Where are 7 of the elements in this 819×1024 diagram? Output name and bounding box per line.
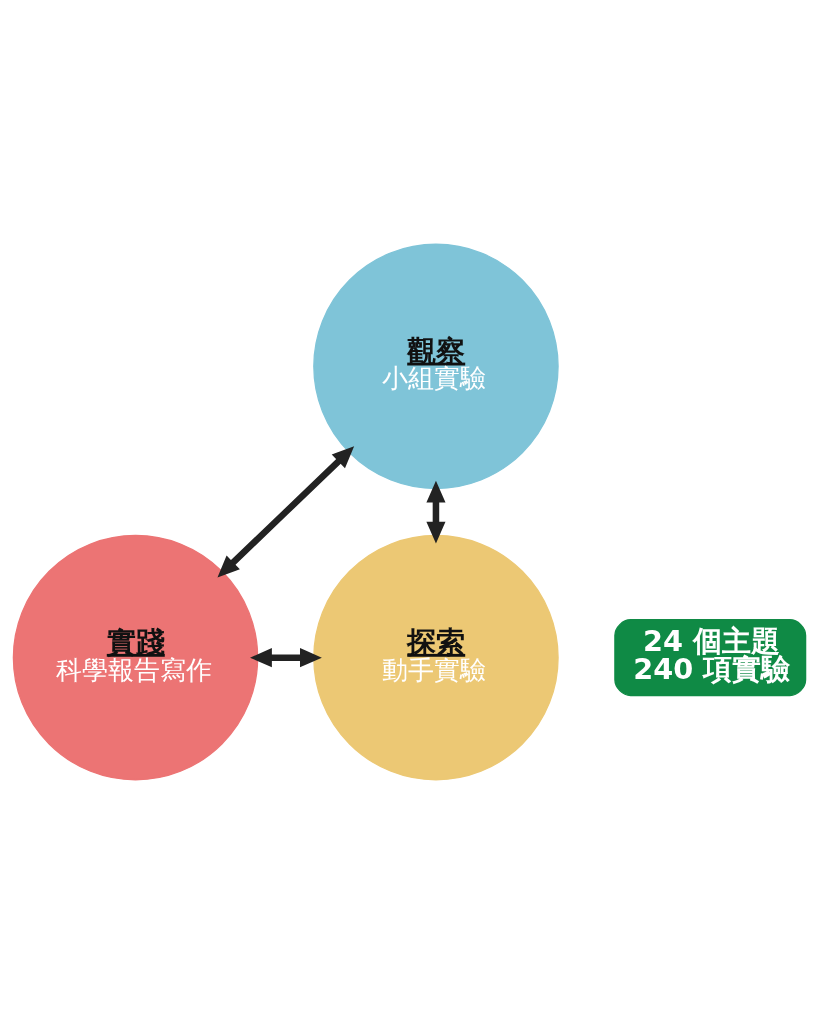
arrow bbox=[217, 446, 355, 578]
node-circle: 實踐 科學報告寫作 bbox=[12, 534, 259, 781]
node-circle: 觀察 小組實驗 bbox=[313, 243, 559, 490]
node-circle: 探索 動手實驗 bbox=[313, 534, 559, 781]
arrow bbox=[250, 648, 322, 668]
arrow bbox=[426, 480, 446, 544]
node-box: 24 個主題 240 項實驗 bbox=[614, 619, 807, 697]
